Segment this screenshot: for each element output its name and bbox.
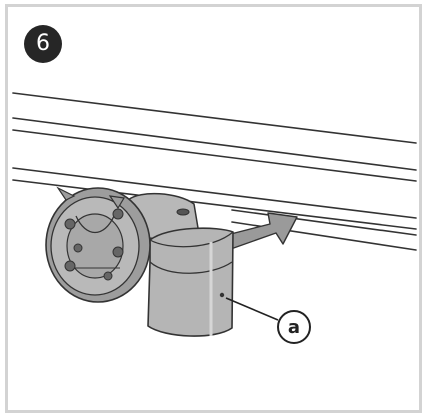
screw-hole bbox=[64, 260, 76, 272]
screw-hole bbox=[64, 218, 76, 230]
callout-label-a: a bbox=[288, 317, 300, 338]
callout-a: a bbox=[225, 297, 311, 344]
rail-line bbox=[12, 179, 417, 230]
rail-line bbox=[231, 209, 417, 236]
screw-hole bbox=[73, 243, 83, 253]
rail-lines bbox=[12, 92, 417, 251]
mounting-plate bbox=[45, 186, 151, 303]
screw-hole bbox=[103, 271, 113, 281]
screw-hole bbox=[112, 208, 124, 220]
rail-line bbox=[12, 117, 417, 171]
step-number-badge: 6 bbox=[24, 25, 62, 63]
callout-circle bbox=[277, 310, 311, 344]
cylinder-housing bbox=[147, 227, 234, 337]
rail-line bbox=[12, 129, 417, 182]
rail-line bbox=[12, 92, 417, 144]
direction-arrow bbox=[222, 212, 298, 251]
screw-hole bbox=[112, 246, 124, 258]
callout-leader-line bbox=[225, 297, 279, 321]
rail-line bbox=[12, 167, 417, 219]
